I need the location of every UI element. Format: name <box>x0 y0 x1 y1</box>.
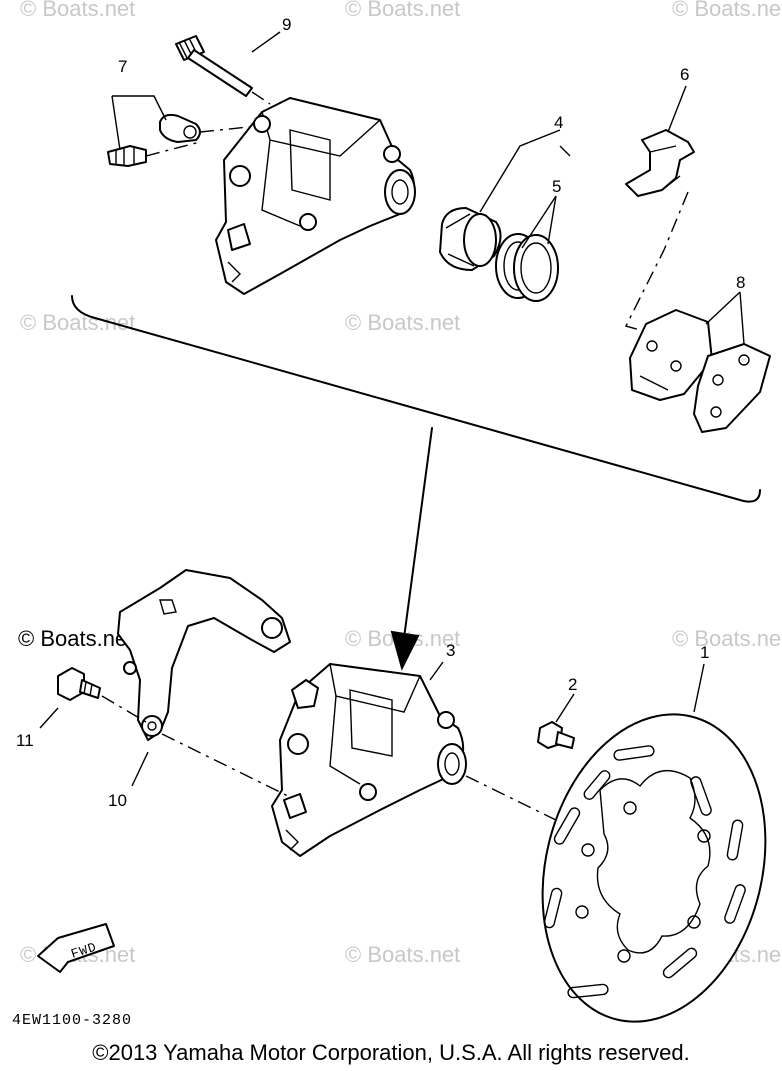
callout-9: 9 <box>282 15 291 34</box>
watermark: © Boats.net <box>672 626 782 651</box>
callout-4: 4 <box>554 113 563 132</box>
part-7-bleed-screw <box>107 113 259 167</box>
part-3-caliper-assembly <box>271 663 467 857</box>
caliper-bracket <box>117 569 291 741</box>
callout-8: 8 <box>736 273 745 292</box>
watermark: © Boats.net <box>345 0 460 21</box>
copyright-notice: ©2013 Yamaha Motor Corporation, U.S.A. A… <box>92 1040 690 1065</box>
part-8-brake-pads <box>629 309 771 433</box>
watermark: © Boats.net <box>18 626 133 651</box>
callout-10: 10 <box>108 791 127 810</box>
watermark: © Boats.net <box>345 310 460 335</box>
watermark: © Boats.net <box>672 0 782 21</box>
watermark-layer: © Boats.net © Boats.net © Boats.net © Bo… <box>18 0 782 967</box>
part-1-brake-disc <box>541 713 767 1023</box>
watermark: © Boats.net <box>20 0 135 21</box>
disc-mounting-holes <box>575 801 711 963</box>
part-5-piston-seals <box>495 233 559 302</box>
callout-1: 1 <box>700 643 709 662</box>
part-2-bolt <box>537 721 575 749</box>
callout-6: 6 <box>680 65 689 84</box>
part-4-piston <box>439 207 502 271</box>
callout-2: 2 <box>568 675 577 694</box>
callout-leaders <box>39 31 745 787</box>
callout-7: 7 <box>118 57 127 76</box>
assembly-arrow <box>390 427 433 671</box>
disc-vent-slots <box>543 745 746 999</box>
callout-11: 11 <box>16 731 34 750</box>
alignment-centerline <box>161 733 561 823</box>
watermark: © Boats.net <box>345 942 460 967</box>
diagram-code: 4EW1100-3280 <box>12 1012 132 1029</box>
callout-5: 5 <box>552 177 561 196</box>
part-11-bolt <box>57 667 147 723</box>
group-bracket-line <box>71 295 761 503</box>
callout-3: 3 <box>446 641 455 660</box>
part-9-slide-pin <box>175 35 271 105</box>
caliper-body-upper <box>215 97 416 295</box>
part-6-pad-spring <box>624 129 695 331</box>
callout-labels: 1 2 3 4 5 6 7 8 9 10 11 <box>16 15 745 810</box>
watermark: © Boats.net <box>20 310 135 335</box>
